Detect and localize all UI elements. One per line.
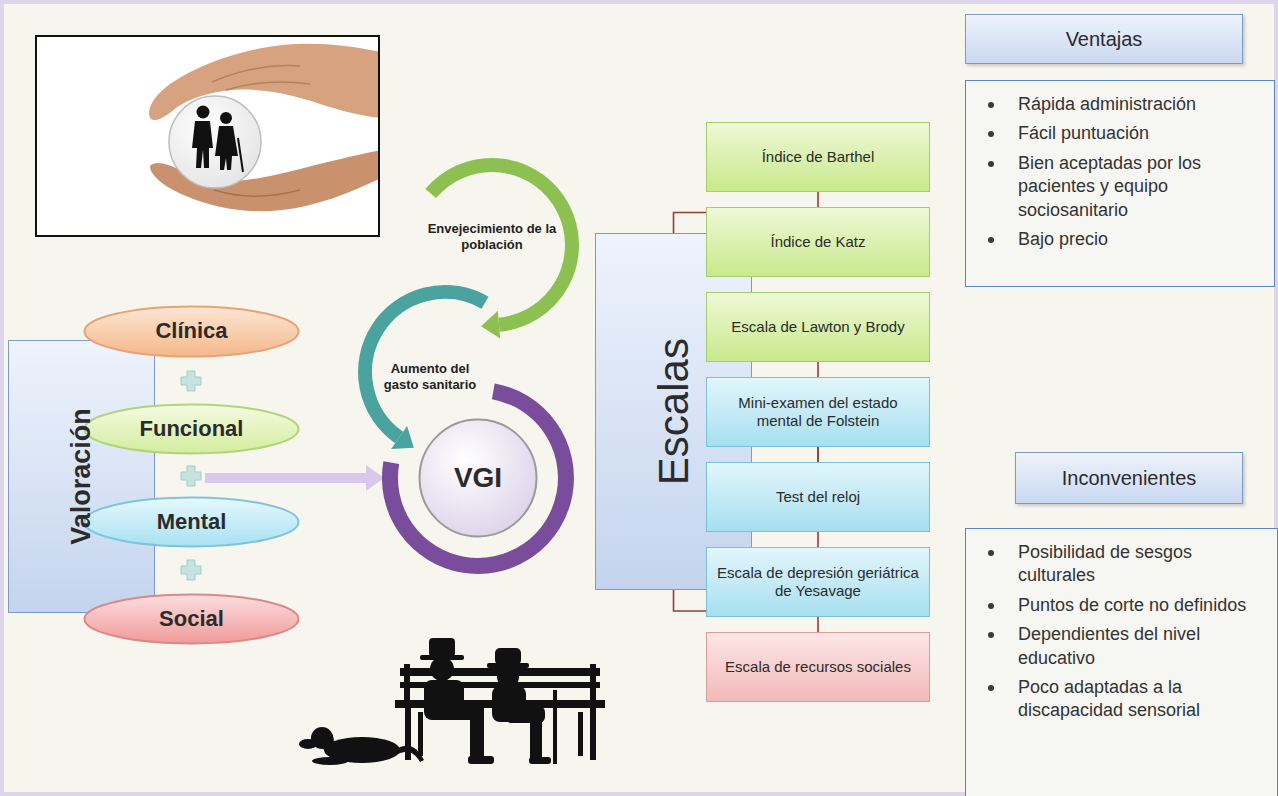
box-text: Ventajas [1066,27,1143,51]
assessment-ellipse: Mental [83,496,300,548]
bullet-list: Posibilidad de sesgos culturalesPuntos d… [966,529,1272,737]
valuation-arrow [205,465,384,491]
header-box: Inconvenientes [1015,452,1243,504]
shape-text: Clínica [155,318,227,345]
list-text: Puntos de corte no definidos [1018,594,1258,617]
list-item: Poco adaptadas a la discapacidad sensori… [984,676,1258,723]
list-text: Bajo precio [1018,228,1258,251]
list-item: Posibilidad de sesgos culturales [984,541,1258,588]
ellipse-shape [85,405,299,454]
arc-label: Envejecimiento de la población [425,221,559,254]
bullet-list: Rápida administraciónFácil puntuaciónBie… [966,81,1272,265]
bullet-dot [988,603,994,609]
section-band: Valoración [8,340,155,613]
box-text: Índice de Barthel [762,148,875,166]
assessment-ellipse: Social [83,593,300,645]
bullet-dot [988,550,994,556]
box-text: Mini-examen del estado mental de Folstei… [715,394,921,431]
box-text: Inconvenientes [1062,466,1197,490]
bullet-dot [988,161,994,167]
arc-label-box: Envejecimiento de la población [425,221,559,254]
box-text: Índice de Katz [770,233,865,251]
list-text: Dependientes del nivel educativo [1018,623,1258,670]
shape-text: Funcional [140,416,244,443]
bullet-dot [988,102,994,108]
box-text: Test del reloj [776,488,860,506]
list-text: Bien aceptadas por los pacientes y equip… [1018,152,1258,222]
list-text: Fácil puntuación [1018,122,1258,145]
vgi-circle: VGI [418,418,538,538]
list-item: Bajo precio [984,228,1258,251]
scale-box: Índice de Barthel [706,122,930,192]
header-box: Ventajas [965,14,1243,64]
list-item: Rápida administración [984,93,1258,116]
assessment-ellipse: Funcional [83,403,300,455]
scale-box: Escala de Lawton y Brody [706,292,930,362]
box-text: Escala de recursos sociales [725,658,911,676]
shape-text: Mental [157,509,227,536]
list-box: Posibilidad de sesgos culturalesPuntos d… [965,528,1278,796]
box-text: Escalas [648,338,699,485]
assessment-ellipse: Clínica [83,305,300,358]
bullet-dot [988,685,994,691]
bench-silhouette [299,638,605,765]
bullet-dot [988,131,994,137]
list-text: Poco adaptadas a la discapacidad sensori… [1018,676,1258,723]
bullet-dot [988,632,994,638]
bullet-dot [988,237,994,243]
ellipse-shape [85,498,299,547]
hands-photo [36,36,381,236]
circle-shape [420,420,537,537]
shape-text: Social [159,606,224,633]
box-text: Valoración [65,408,98,545]
list-item: Puntos de corte no definidos [984,594,1258,617]
list-text: Posibilidad de sesgos culturales [1018,541,1258,588]
arc-label-box: Aumento del gasto sanitario [380,361,480,394]
cycle-arrows [365,165,572,566]
list-box: Rápida administraciónFácil puntuaciónBie… [965,80,1275,287]
list-item: Bien aceptadas por los pacientes y equip… [984,152,1258,222]
ellipse-shape [85,307,299,357]
scale-box: Mini-examen del estado mental de Folstei… [706,377,930,447]
scale-box: Escala de recursos sociales [706,632,930,702]
scale-box: Escala de depresión geriátrica de Yesava… [706,547,930,617]
list-text: Rápida administración [1018,93,1258,116]
scale-box: Índice de Katz [706,207,930,277]
list-item: Dependientes del nivel educativo [984,623,1258,670]
scale-box: Test del reloj [706,462,930,532]
ellipse-shape [85,595,299,644]
box-text: Escala de Lawton y Brody [731,318,904,336]
box-text: Escala de depresión geriátrica de Yesava… [715,564,921,601]
plus-signs [181,371,201,580]
arc-label: Aumento del gasto sanitario [380,361,480,394]
shape-text: VGI [454,461,502,495]
list-item: Fácil puntuación [984,122,1258,145]
